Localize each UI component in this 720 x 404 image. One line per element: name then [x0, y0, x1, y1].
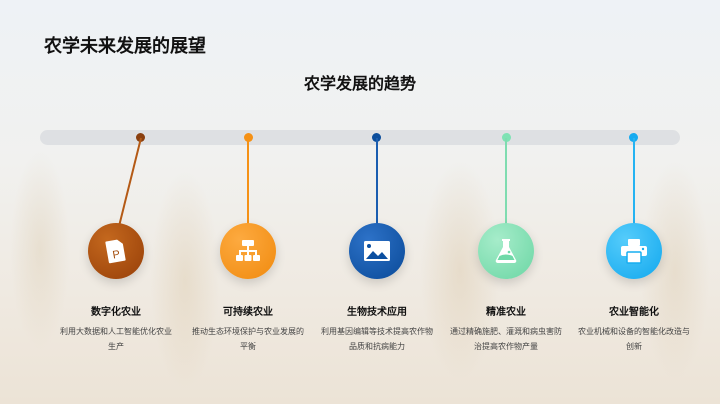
- background-wheat: [150, 170, 220, 390]
- trend-title: 可持续农业: [223, 307, 273, 318]
- hierarchy-icon: [235, 239, 261, 263]
- trend-description: 推动生态环境保护与农业发展的平衡: [192, 327, 304, 351]
- timeline-dot: [136, 133, 145, 142]
- trend-title: 数字化农业: [91, 307, 141, 318]
- timeline-connector: [376, 138, 378, 224]
- trend-title: 生物技术应用: [347, 307, 407, 318]
- trend-title: 精准农业: [486, 307, 526, 318]
- timeline-bar: [40, 130, 680, 145]
- trend-description: 利用基因编辑等技术提高农作物品质和抗病能力: [321, 327, 433, 351]
- timeline-node-digital-agriculture[interactable]: P: [88, 223, 144, 279]
- timeline-dot: [372, 133, 381, 142]
- trend-description: 利用大数据和人工智能优化农业生产: [60, 327, 172, 351]
- timeline-node-biotech[interactable]: [349, 223, 405, 279]
- svg-text:P: P: [112, 248, 121, 261]
- timeline-node-smart-agriculture[interactable]: [606, 223, 662, 279]
- timeline-connector: [247, 138, 249, 224]
- section-subtitle: 农学发展的趋势: [303, 74, 416, 93]
- trend-card: 可持续农业 推动生态环境保护与农业发展的平衡: [192, 303, 304, 354]
- timeline-connector: [633, 138, 635, 224]
- trend-title: 农业智能化: [609, 307, 659, 318]
- flask-icon: [494, 238, 518, 264]
- timeline-dot: [502, 133, 511, 142]
- timeline-connector: [505, 138, 507, 224]
- trend-card: 精准农业 通过精确施肥、灌溉和病虫害防治提高农作物产量: [450, 303, 562, 354]
- timeline-dot: [629, 133, 638, 142]
- file-p-icon: P: [105, 238, 127, 264]
- background-wheat: [10, 150, 70, 350]
- trend-description: 通过精确施肥、灌溉和病虫害防治提高农作物产量: [450, 327, 562, 351]
- trend-card: 农业智能化 农业机械和设备的智能化改造与创新: [578, 303, 690, 354]
- trend-description: 农业机械和设备的智能化改造与创新: [578, 327, 690, 351]
- timeline-node-precision-agriculture[interactable]: [478, 223, 534, 279]
- slide-title: 农学未来发展的展望: [44, 36, 206, 57]
- timeline-dot: [244, 133, 253, 142]
- image-icon: [363, 240, 391, 262]
- printer-icon: [620, 238, 648, 264]
- timeline-node-sustainable-agriculture[interactable]: [220, 223, 276, 279]
- trend-card: 数字化农业 利用大数据和人工智能优化农业生产: [60, 303, 172, 354]
- trend-card: 生物技术应用 利用基因编辑等技术提高农作物品质和抗病能力: [321, 303, 433, 354]
- timeline-connector: [118, 137, 142, 226]
